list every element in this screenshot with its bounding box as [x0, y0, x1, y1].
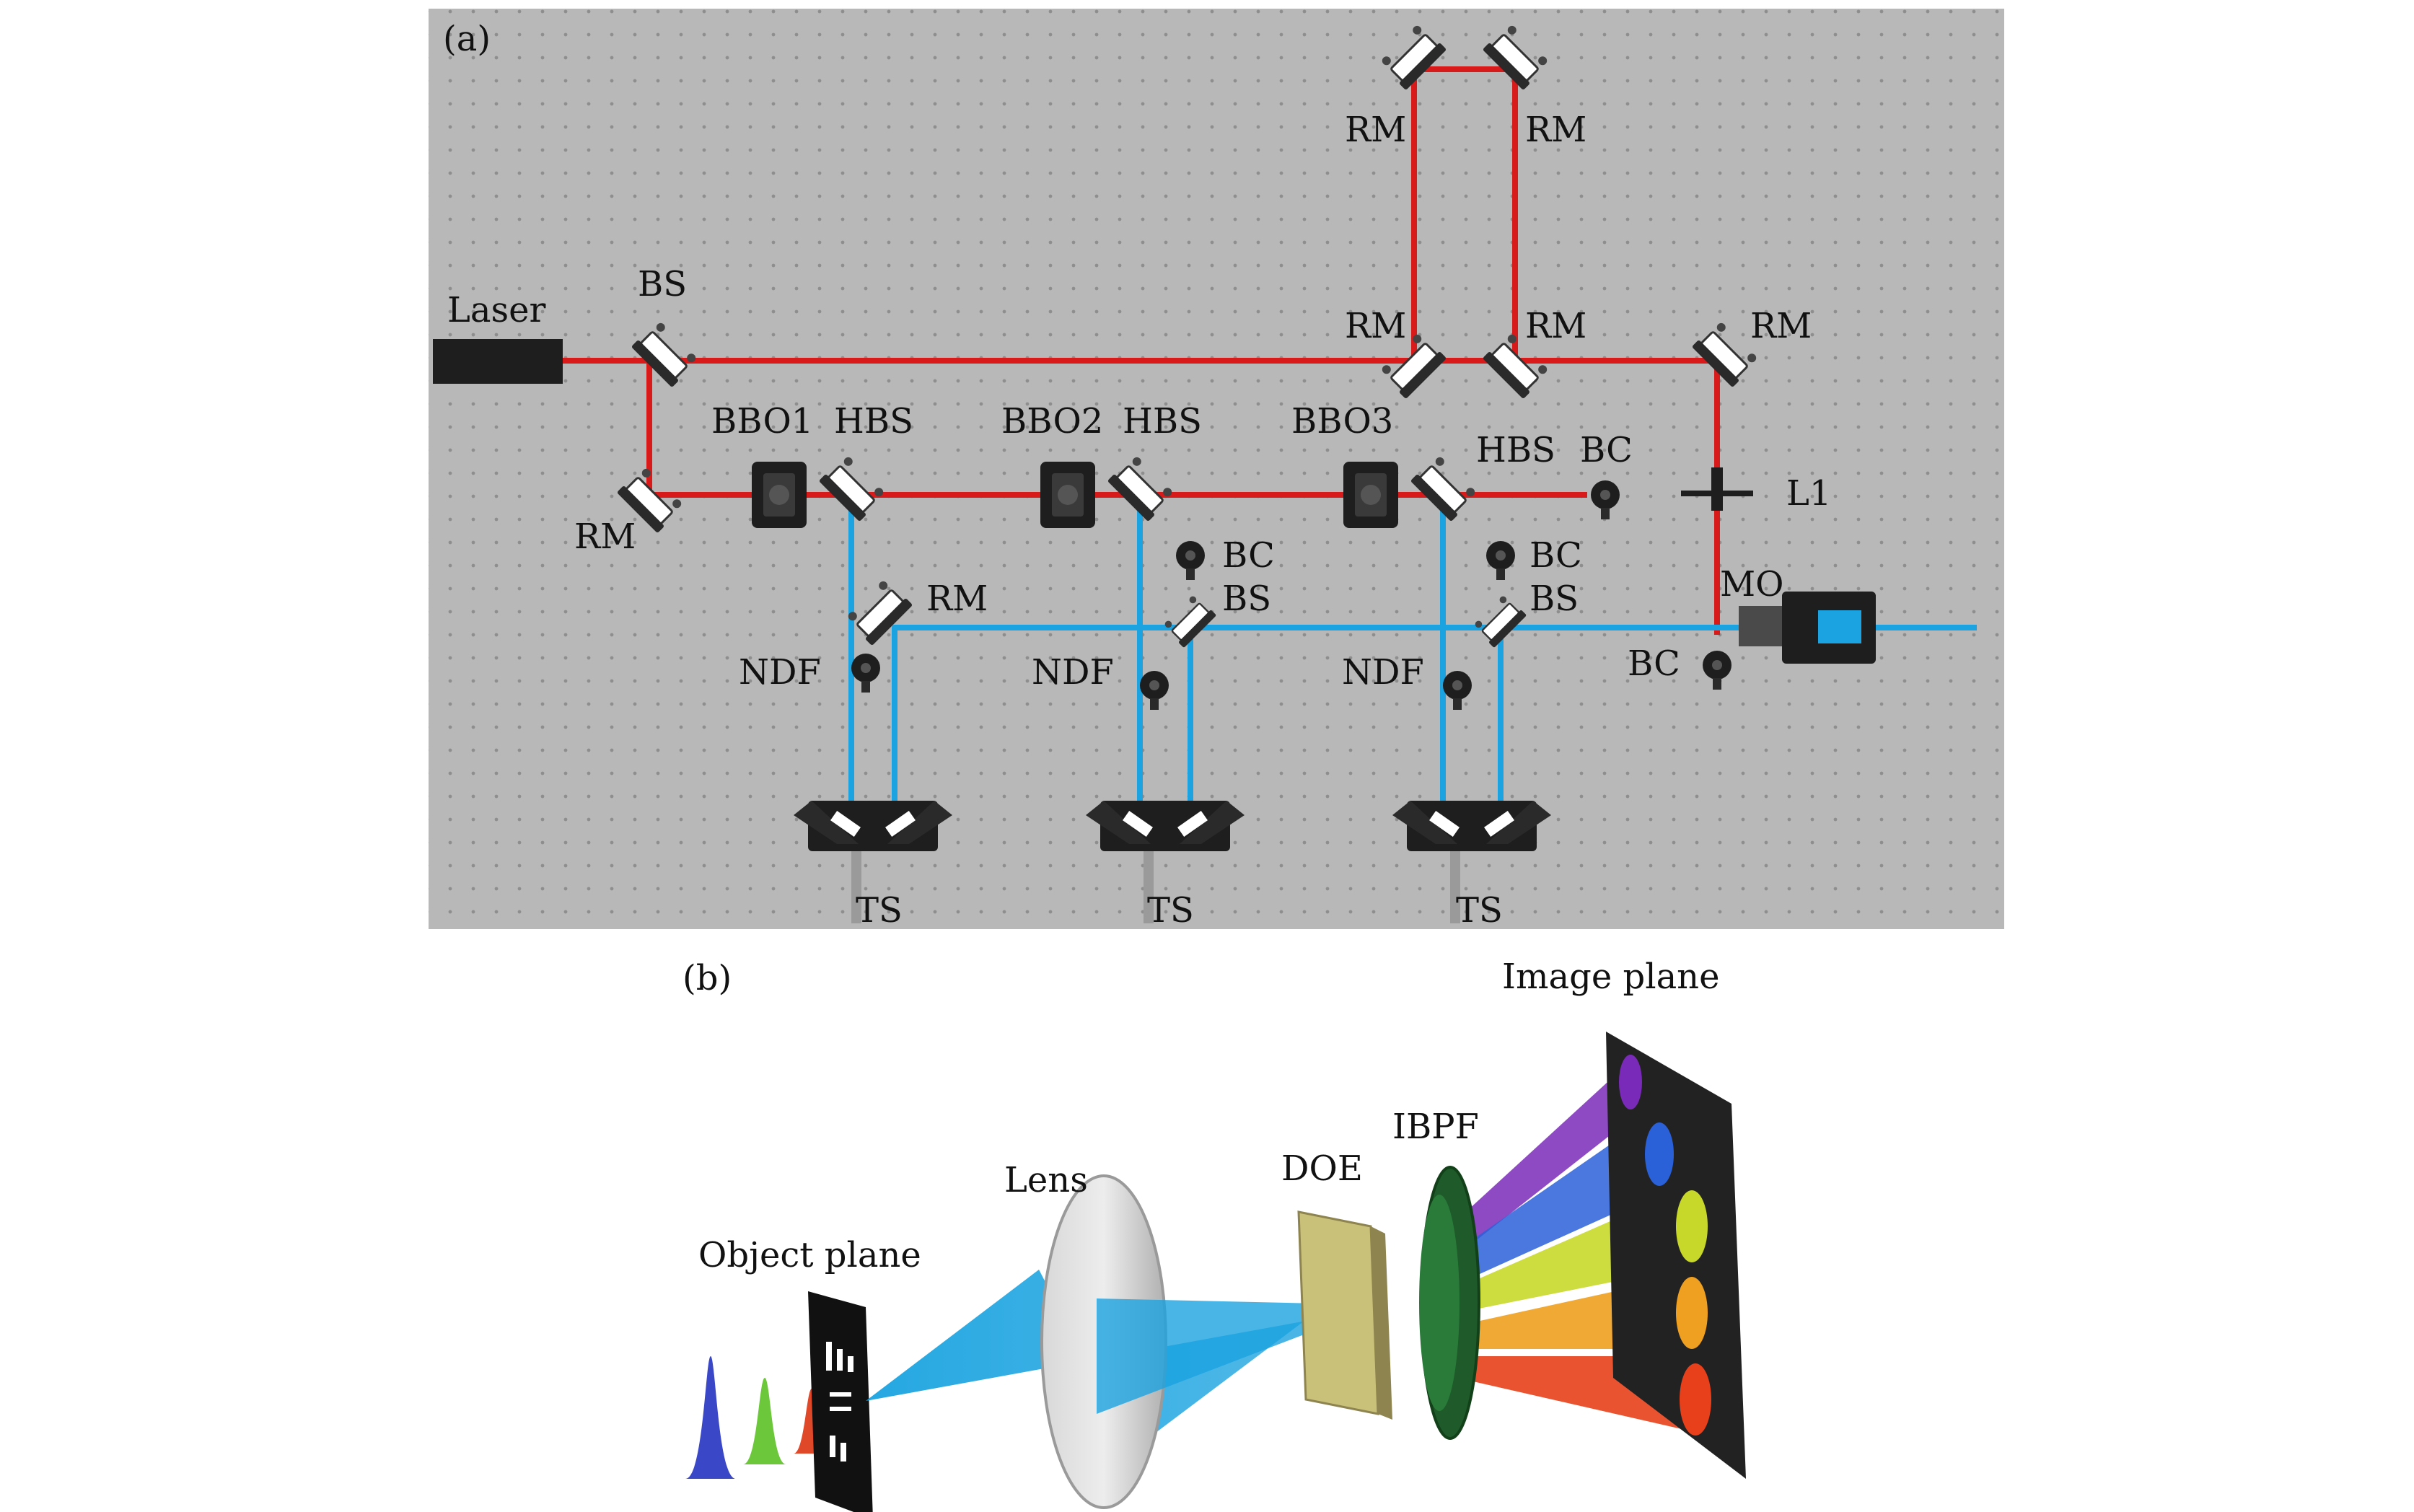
label-bc3: BC [1529, 535, 1582, 576]
label-bc-right: BC [1580, 430, 1633, 470]
panel-a-label: (a) [443, 19, 491, 59]
focused-beam [1097, 1298, 1349, 1414]
label-laser: Laser [447, 290, 546, 330]
label-bbo3: BBO3 [1291, 401, 1393, 441]
image-plane [1606, 1032, 1746, 1479]
label-ts3: TS [1456, 890, 1503, 931]
label-ndf2: NDF [1032, 652, 1114, 693]
label-image-plane: Image plane [1502, 957, 1720, 997]
label-rm-mid-left: RM [1345, 306, 1406, 346]
label-bs2: BS [1222, 579, 1271, 619]
label-bbo2: BBO2 [1001, 401, 1103, 441]
label-ndf1: NDF [739, 652, 821, 693]
image-plane-spots [1619, 1055, 1711, 1436]
label-rm-top-left: RM [1345, 110, 1406, 150]
optical-table-holes [429, 9, 2004, 929]
label-rm-mid-right: RM [1525, 306, 1586, 346]
label-doe: DOE [1281, 1148, 1363, 1189]
label-hbs1: HBS [834, 401, 913, 441]
panel-b-label: (b) [682, 958, 732, 998]
label-bs3: BS [1529, 579, 1579, 619]
object-plane [808, 1291, 873, 1512]
label-ts1: TS [856, 890, 903, 931]
label-bc-mo: BC [1628, 643, 1680, 684]
label-bs-main: BS [638, 264, 687, 304]
panel-a: (a) Laser BS RM RM RM RM RM RM BBO1 HBS … [429, 9, 2004, 931]
label-l1: L1 [1786, 473, 1831, 514]
input-spectrum-peaks [685, 1356, 830, 1479]
doe [1297, 1210, 1392, 1420]
label-ibpf: IBPF [1392, 1107, 1479, 1147]
panel-b: (b) [682, 957, 1746, 1512]
laser-body [433, 339, 563, 384]
label-bc2: BC [1222, 535, 1275, 576]
label-bbo1: BBO1 [711, 401, 813, 441]
label-rm-far-right: RM [1750, 306, 1812, 346]
microscope-objective [1739, 592, 1876, 664]
crystal-bbo3 [1343, 462, 1398, 528]
label-rm-left: RM [574, 517, 636, 557]
label-rm-blue: RM [926, 579, 988, 619]
lens-l1 [1681, 467, 1753, 511]
label-rm-top-right: RM [1525, 110, 1586, 150]
crystal-bbo2 [1040, 462, 1095, 528]
label-mo: MO [1720, 564, 1784, 605]
label-ts2: TS [1147, 890, 1194, 931]
label-lens: Lens [1004, 1160, 1088, 1200]
ibpf [1419, 1166, 1480, 1440]
label-ndf3: NDF [1342, 652, 1424, 693]
label-object-plane: Object plane [698, 1235, 921, 1275]
crystal-bbo1 [752, 462, 807, 528]
label-hbs3: HBS [1476, 430, 1555, 470]
label-hbs2: HBS [1123, 401, 1202, 441]
